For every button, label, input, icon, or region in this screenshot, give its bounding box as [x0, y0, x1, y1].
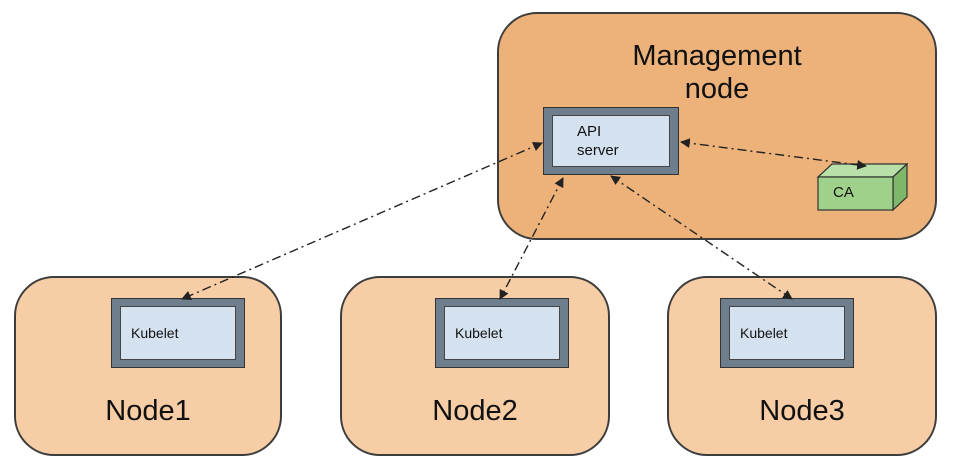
node2-title: Node2 — [432, 395, 518, 427]
connector-api-node1 — [181, 142, 543, 300]
ca-label: CA — [833, 184, 854, 201]
node3-kubelet-label: Kubelet — [729, 306, 845, 360]
connector-api-ca — [680, 138, 867, 170]
node1-kubelet: Kubelet — [111, 298, 245, 368]
ca-box-top — [816, 163, 909, 178]
management-node-title: Management node — [499, 40, 935, 106]
node1-kubelet-label: Kubelet — [120, 306, 236, 360]
api-server: API server — [543, 107, 679, 175]
node1-title: Node1 — [105, 395, 191, 427]
node2-kubelet: Kubelet — [435, 298, 569, 368]
connector-api-node3 — [610, 175, 793, 300]
node2-kubelet-label: Kubelet — [444, 306, 560, 360]
api-server-label-line1: API — [577, 123, 602, 140]
management-title-line2: node — [684, 73, 750, 105]
api-server-label-line2: server — [577, 142, 619, 159]
api-server-face: API server — [552, 115, 670, 167]
management-title-line1: Management — [632, 40, 802, 72]
connector-api-node2 — [499, 177, 564, 300]
ca-box — [816, 162, 909, 212]
node3-title: Node3 — [759, 395, 845, 427]
ca-box-front — [817, 176, 894, 211]
